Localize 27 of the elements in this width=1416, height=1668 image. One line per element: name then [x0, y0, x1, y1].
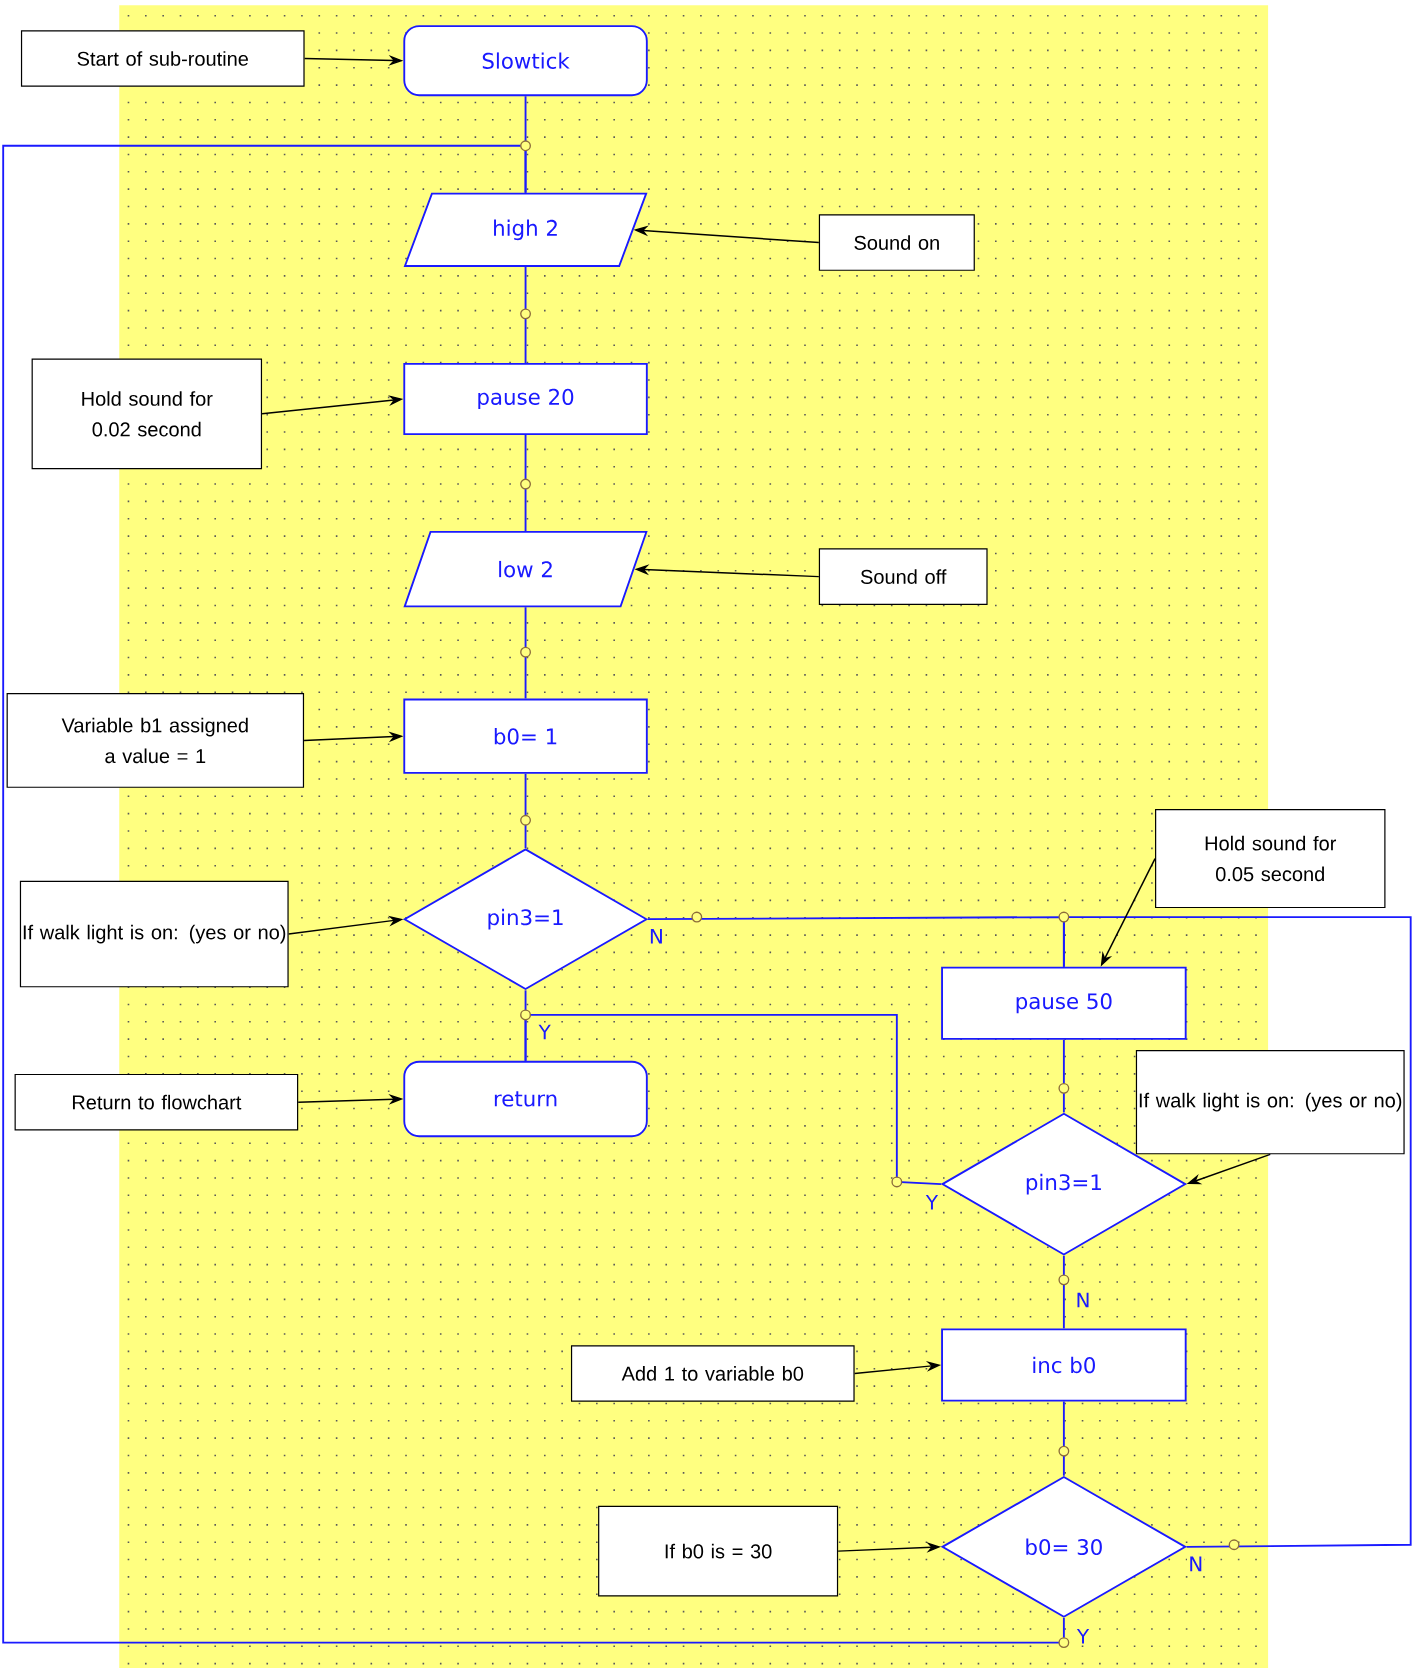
- annotation-box: Start of sub-routine: [20, 30, 305, 87]
- connector-line: [2, 144, 1065, 1644]
- process-box: pause 50: [941, 966, 1187, 1040]
- connector-line: [524, 1014, 943, 1186]
- connector-line: [1062, 916, 1412, 1548]
- connector-line: [524, 434, 527, 532]
- annotation-box: Sound off: [818, 548, 988, 605]
- annotation-box: Sound on: [818, 214, 975, 271]
- process-box: b0= 1: [403, 698, 648, 774]
- connector-line: [524, 266, 527, 364]
- terminator-box: return: [403, 1060, 648, 1138]
- connector-line: [524, 606, 527, 700]
- annotation-box: If b0 is = 30: [598, 1505, 839, 1597]
- process-box: pause 20: [403, 362, 648, 435]
- annotation-box: Hold sound for 0.05 second: [1155, 809, 1386, 909]
- annotation-box: Return to flowchart: [14, 1073, 299, 1131]
- annotation-box: Variable b1 assigned a value = 1: [6, 693, 305, 788]
- process-box: inc b0: [941, 1328, 1187, 1402]
- edge-label: Y: [537, 1023, 553, 1041]
- edge-label: N: [1074, 1291, 1092, 1309]
- connector-line: [1062, 1038, 1065, 1114]
- annotation-box: Hold sound for 0.02 second: [31, 358, 263, 470]
- annotation-box: Add 1 to variable b0: [570, 1345, 855, 1402]
- connector-line: [1062, 1400, 1065, 1477]
- terminator-box: Slowtick: [403, 25, 648, 97]
- annotation-box: If walk light is on: (yes or no): [19, 880, 289, 988]
- annotation-box: If walk light is on: (yes or no): [1135, 1050, 1405, 1155]
